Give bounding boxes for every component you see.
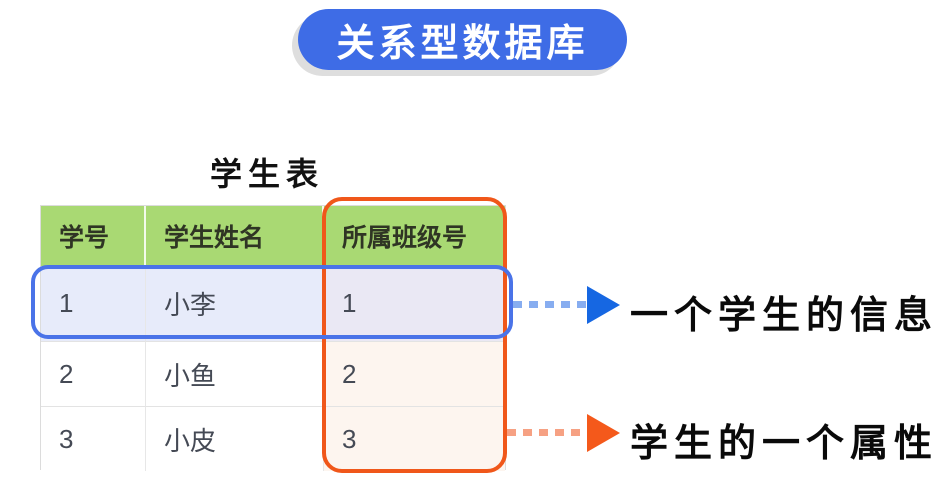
header-cell-class-id: 所属班级号 xyxy=(324,206,505,266)
title-badge: 关系型数据库 xyxy=(298,9,627,70)
cell-r3-student-name: 小皮 xyxy=(146,406,324,471)
column-callout-label: 学生的一个属性 xyxy=(630,423,939,465)
cell-r1-student-name: 小李 xyxy=(146,266,324,341)
cell-r2-student-id: 2 xyxy=(41,341,146,406)
header-cell-student-id: 学号 xyxy=(41,206,146,266)
title-badge-label: 关系型数据库 xyxy=(336,23,589,65)
column-callout-arrow-icon xyxy=(587,414,620,452)
table-title: 学生表 xyxy=(210,156,325,192)
row-callout-label: 一个学生的信息 xyxy=(630,295,939,337)
student-table: 学号 学生姓名 所属班级号 1 小李 1 2 小鱼 2 3 小皮 3 xyxy=(40,205,506,471)
header-cell-student-name: 学生姓名 xyxy=(146,206,324,266)
column-callout-dashed-line xyxy=(507,429,587,436)
cell-r2-class-id: 2 xyxy=(324,341,505,406)
cell-r1-class-id: 1 xyxy=(324,266,505,341)
cell-r3-class-id: 3 xyxy=(324,406,505,471)
row-highlight-box xyxy=(31,265,513,339)
cell-r1-student-id: 1 xyxy=(41,266,146,341)
row-callout-dashed-line xyxy=(513,301,587,308)
row-callout-arrow-icon xyxy=(587,286,620,324)
cell-r2-student-name: 小鱼 xyxy=(146,341,324,406)
cell-r3-student-id: 3 xyxy=(41,406,146,471)
